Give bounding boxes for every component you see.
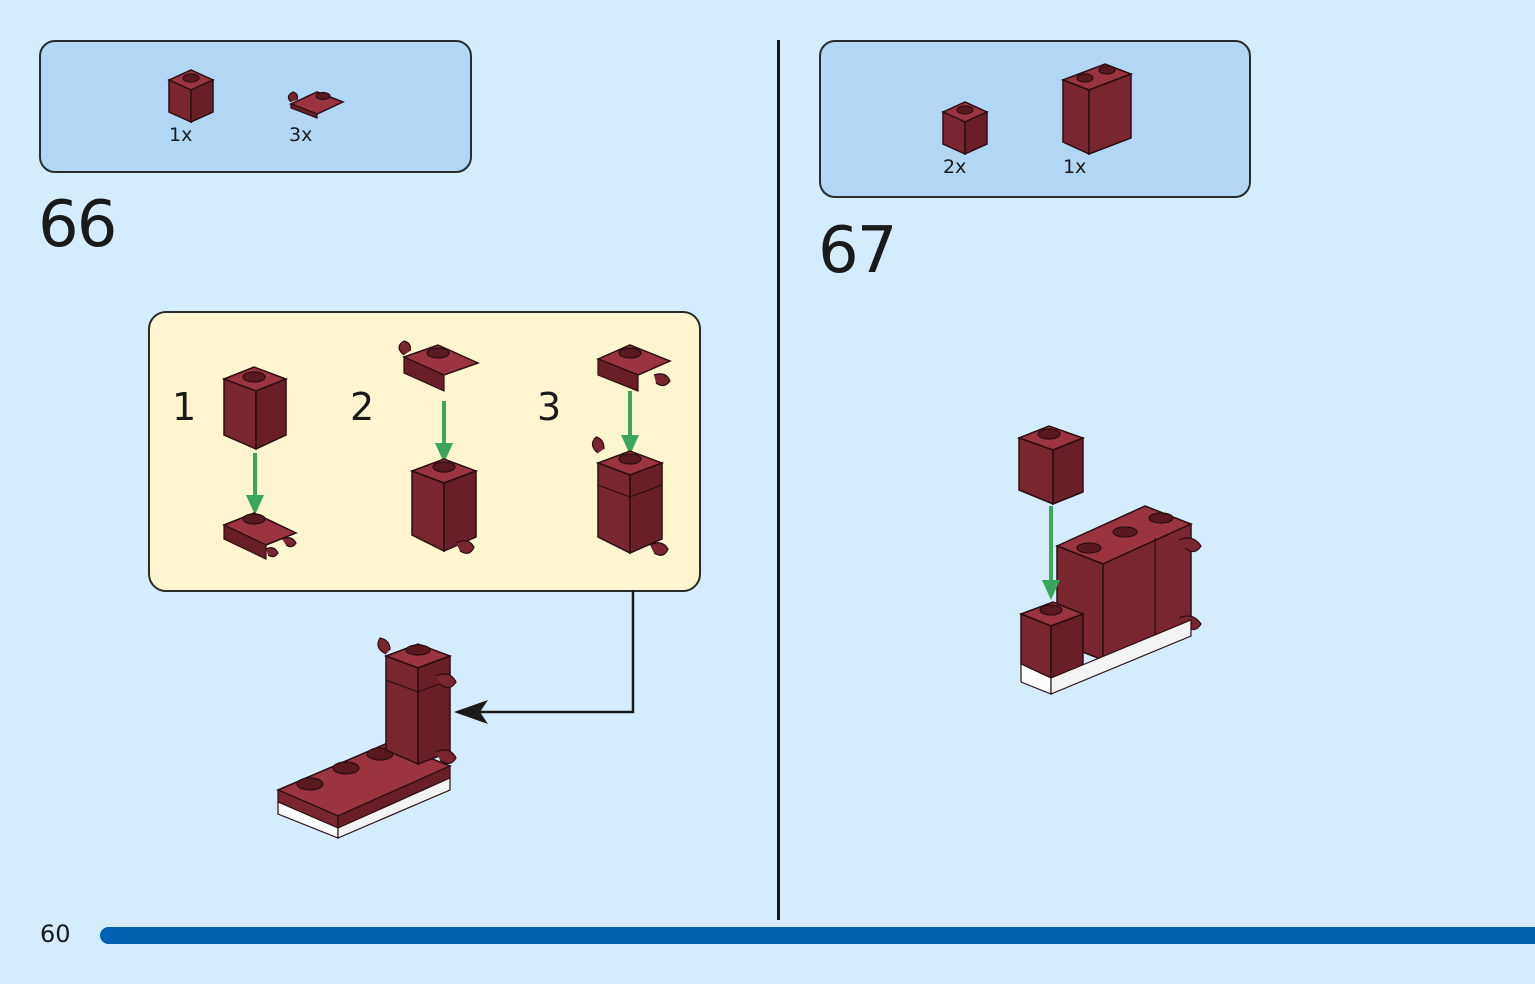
step-67-model-illustration [1016, 425, 1202, 695]
step-66-model-illustration [276, 637, 457, 839]
green-down-arrow-icon [246, 495, 264, 515]
parts-list-step-67: 2x 1x [819, 40, 1251, 198]
brick-1x1-part-icon [941, 101, 989, 156]
part-qty: 1x [1063, 156, 1087, 178]
step-number: 66 [38, 188, 117, 262]
green-down-arrow-icon [435, 443, 453, 463]
part-qty: 3x [289, 124, 313, 146]
substep-number: 2 [350, 385, 375, 429]
substep-3-illustration [591, 344, 672, 556]
parts-list-step-66: 1x 3x [39, 40, 472, 173]
green-down-arrow-icon [621, 435, 639, 455]
substep-1-illustration [221, 366, 298, 560]
green-down-arrow-icon [1042, 580, 1060, 600]
sub-assembly-callout: 1 2 3 [148, 311, 701, 592]
brick-1x2x2-part-icon [1060, 63, 1134, 156]
plate-clip-part-icon [287, 91, 345, 119]
substep-number: 3 [537, 385, 562, 429]
substep-number: 1 [172, 385, 197, 429]
black-pointer-arrow-icon [454, 700, 488, 724]
substep-2-illustration [398, 340, 481, 554]
page-number: 60 [40, 920, 71, 948]
step-number: 67 [818, 214, 897, 288]
callout-connector-arrow [454, 590, 635, 724]
part-qty: 2x [943, 156, 967, 178]
part-qty: 1x [169, 124, 193, 146]
page-divider [777, 40, 780, 920]
brick-1x1-part-icon [167, 69, 215, 124]
progress-bar [100, 927, 1535, 944]
